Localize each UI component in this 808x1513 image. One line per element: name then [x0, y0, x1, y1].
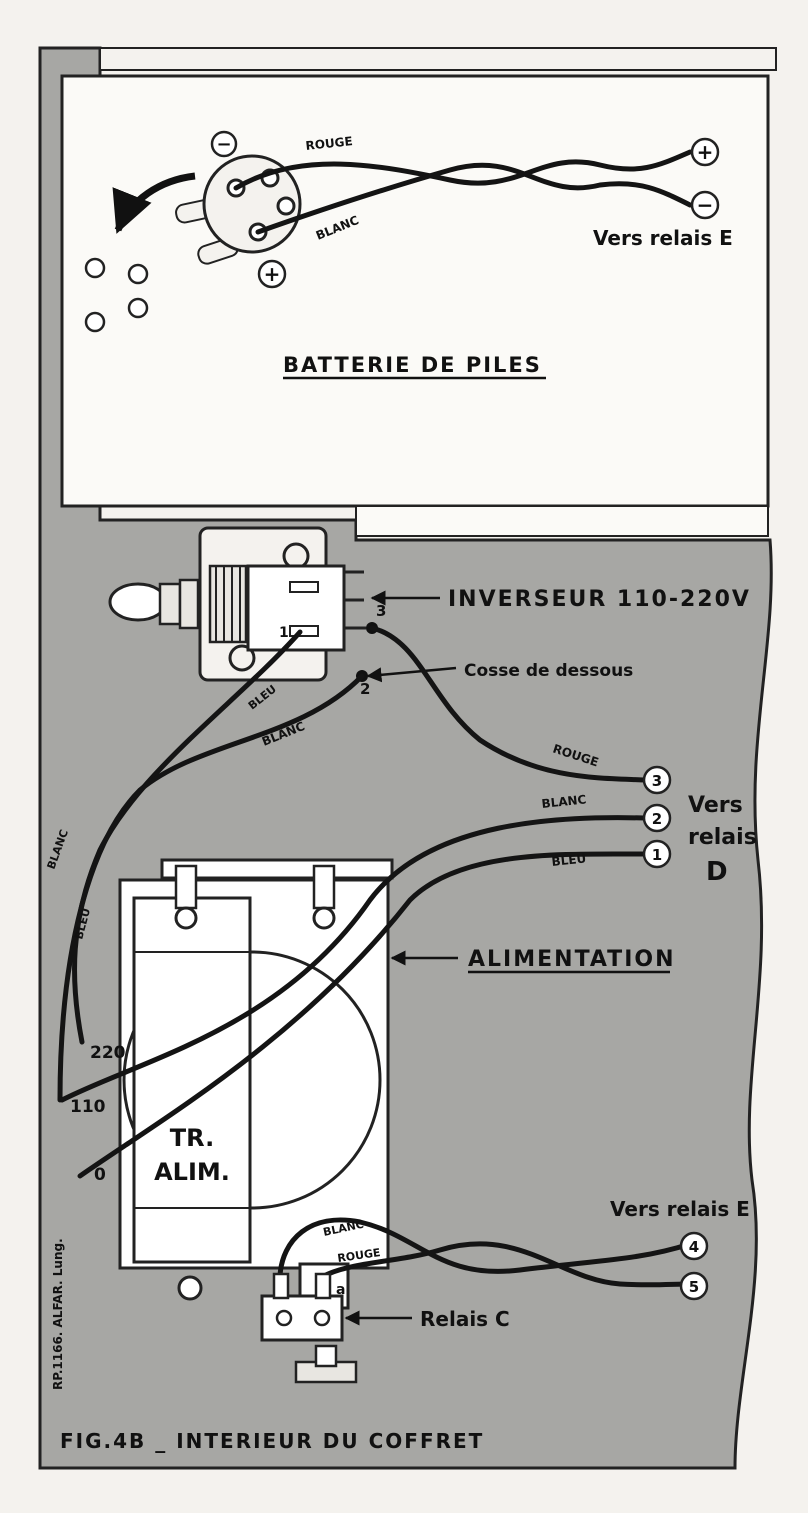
- red-wire-switch-to-relay-d3: [369, 625, 648, 783]
- relay-d-terminal-1: 1: [642, 839, 672, 869]
- relay-d-label-line3: D: [706, 857, 728, 887]
- battery-box-lip: [355, 505, 769, 537]
- switch-terminal-3: 3: [376, 602, 386, 620]
- relay-e-terminal-5: 5: [679, 1271, 709, 1301]
- enclosure-top-rim: [99, 47, 777, 71]
- relay-e-terminal-4: 4: [679, 1231, 709, 1261]
- relay-d-terminal-3: 3: [642, 765, 672, 795]
- toggle-switch: [108, 526, 366, 682]
- battery-white-wire: [255, 162, 693, 235]
- minus-symbol-text: −: [216, 134, 231, 155]
- svg-text:5: 5: [689, 1278, 699, 1296]
- blue-wire-0-to-relay-d1: [77, 851, 648, 1179]
- relay-d-label-line2: relais: [688, 825, 757, 850]
- red-wire-relay-c: [321, 1241, 693, 1288]
- svg-text:3: 3: [652, 772, 662, 790]
- underside-lug-label: Cosse de dessous: [464, 661, 633, 681]
- plus-symbol-text: +: [264, 262, 281, 286]
- wire-label-rouge-relay-c: ROUGE: [337, 1246, 382, 1265]
- move-arrow-icon: [112, 172, 196, 234]
- figure-caption: FIG.4B _ INTERIEUR DU COFFRET: [60, 1429, 484, 1453]
- battery-title: BATTERIE DE PILES: [283, 353, 542, 377]
- wire-label-bleu-relay: BLEU: [551, 851, 587, 869]
- relay-d-label-line1: Vers: [688, 793, 743, 818]
- relay-c-terminal-a: a: [336, 1282, 345, 1298]
- minus-symbol-connector: −: [210, 130, 238, 158]
- tap-220-label: 220: [90, 1043, 126, 1063]
- wire-label-blanc-relay: BLANC: [541, 792, 587, 811]
- battery-wire-label-red: ROUGE: [305, 134, 353, 153]
- figure-credit: RP.1166. ALFAR. Lung.: [51, 1238, 65, 1390]
- relay-d-terminal-2: 2: [642, 803, 672, 833]
- svg-text:−: −: [697, 193, 714, 217]
- power-supply-label: ALIMENTATION: [468, 947, 676, 972]
- transformer-label-line1: TR.: [170, 1124, 214, 1152]
- tap-0-label: 0: [94, 1165, 106, 1185]
- svg-text:2: 2: [652, 810, 662, 828]
- battery-red-wire: [233, 149, 693, 191]
- battery-socket-holes: [84, 257, 149, 333]
- underside-lug-arrow: [366, 666, 457, 683]
- white-wire-switch-to-110: [57, 673, 365, 1103]
- transformer-label-line2: ALIM.: [154, 1158, 230, 1186]
- battery-terminal-plus: +: [690, 137, 720, 167]
- white-wire-relay-c: [277, 1217, 693, 1279]
- relay-c-block: [260, 1272, 344, 1342]
- relay-c-to-relay-e-label: Vers relais E: [610, 1197, 750, 1221]
- svg-text:+: +: [697, 140, 714, 164]
- tap-110-label: 110: [70, 1097, 106, 1117]
- battery-box: [60, 74, 770, 508]
- svg-text:1: 1: [652, 846, 662, 864]
- plus-symbol-connector: +: [257, 259, 287, 289]
- battery-to-relay-e-label: Vers relais E: [593, 226, 733, 250]
- battery-terminal-minus: −: [690, 190, 720, 220]
- switch-terminal-2: 2: [360, 680, 370, 698]
- white-wire-110-to-relay-d2: [59, 815, 648, 1103]
- power-supply-chassis: [118, 858, 394, 1384]
- switch-label: INVERSEUR 110-220V: [448, 587, 751, 612]
- svg-text:4: 4: [689, 1238, 699, 1256]
- relay-c-label: Relais C: [420, 1307, 510, 1331]
- switch-terminal-1: 1: [279, 625, 289, 641]
